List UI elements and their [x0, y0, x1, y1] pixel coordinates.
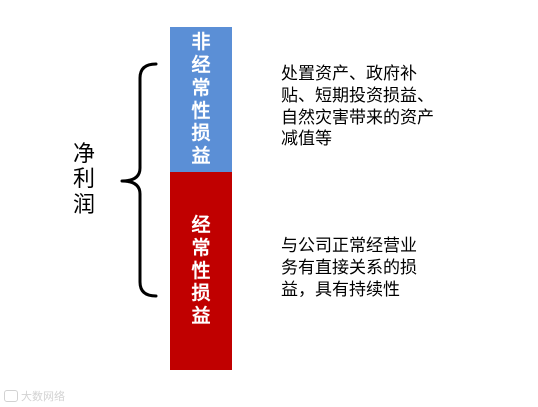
watermark-text: 大数网络 [21, 390, 65, 403]
curly-brace [120, 62, 158, 298]
recurring-label: 经常性损益 [191, 214, 211, 328]
watermark: 大数网络 [4, 388, 65, 404]
recurring-description: 与公司正常经营业务有直接关系的损益，具有持续性 [281, 236, 417, 300]
net-profit-label: 净利润 [72, 142, 95, 218]
recurring-segment: 经常性损益 [170, 172, 232, 370]
non-recurring-description: 处置资产、政府补贴、短期投资损益、自然灾害带来的资产减值等 [281, 64, 434, 150]
watermark-logo-icon [4, 390, 18, 402]
non-recurring-label: 非经常性损益 [191, 31, 211, 168]
non-recurring-segment: 非经常性损益 [170, 27, 232, 172]
